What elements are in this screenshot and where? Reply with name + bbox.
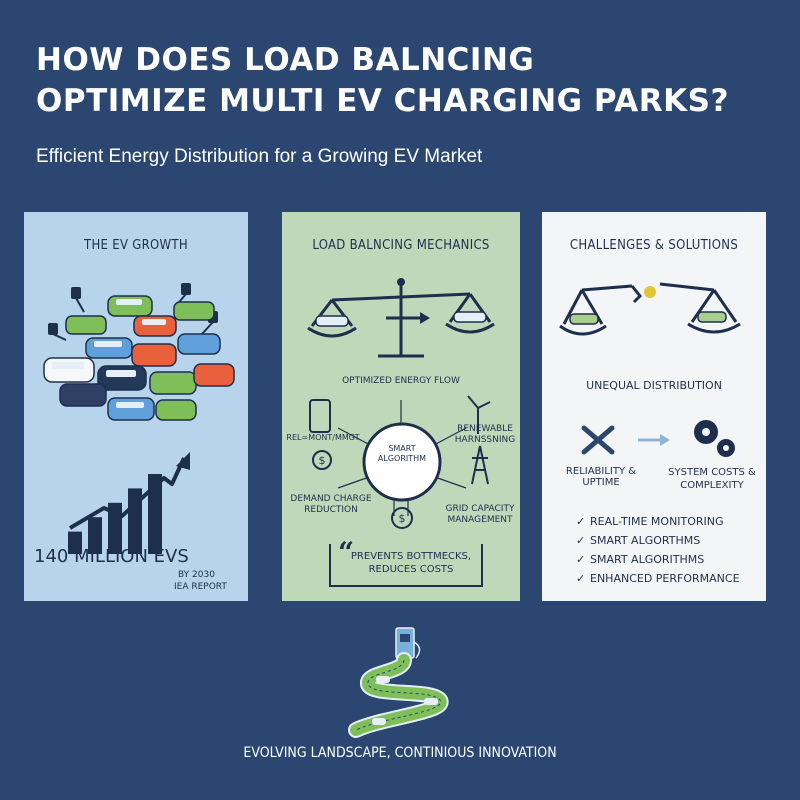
- checklist-item: ✓ENHANCED PERFORMANCE: [576, 569, 740, 588]
- panel-load-balancing: LOAD BALNCING MECHANICS OPTIMIZED ENERGY…: [282, 212, 520, 601]
- system-costs-label: SYSTEM COSTS & COMPLEXITY: [662, 466, 762, 492]
- growth-bar: [68, 531, 82, 554]
- title-line-1: HOW DOES LOAD BALNCING: [36, 42, 535, 78]
- ev-growth-stat: 140 MILLION EVS: [34, 546, 189, 567]
- renewable-label: RENEWABLE HARNSSNING: [450, 424, 520, 446]
- solutions-checklist: ✓REAL-TIME MONITORING ✓SMART ALGORTHMS ✓…: [576, 512, 740, 588]
- quote-text: PREVENTS BOTTMECKS, REDUCES COSTS: [336, 550, 486, 576]
- road-car: [372, 718, 386, 725]
- panel-title-ev-growth: THE EV GROWTH: [84, 238, 188, 253]
- road-car: [424, 698, 438, 705]
- demand-line-2: REDUCTION: [304, 505, 358, 515]
- page-subtitle: Efficient Energy Distribution for a Grow…: [36, 146, 483, 167]
- check-icon: ✓: [576, 572, 586, 585]
- panel-ev-growth: THE EV GROWTH: [24, 212, 248, 601]
- panel-title-load-balancing: LOAD BALNCING MECHANICS: [312, 238, 490, 253]
- quote-mark-icon: “: [338, 536, 354, 569]
- grid-line-2: MANAGEMENT: [447, 515, 513, 525]
- road-charger-illustration: [348, 627, 449, 738]
- growth-bar: [88, 517, 102, 554]
- checklist-item: ✓SMART ALGORTHMS: [576, 531, 740, 550]
- panel-title-challenges: CHALLENGES & SOLUTIONS: [569, 238, 739, 253]
- growth-bar: [148, 474, 162, 554]
- mechanics-diagram: $ $: [309, 395, 491, 529]
- growth-trend-arrow: [68, 457, 186, 530]
- demand-line-1: DEMAND CHARGE: [290, 494, 372, 504]
- crack-icon: [644, 286, 656, 298]
- dollar-icon: $: [312, 450, 332, 470]
- checklist-item: ✓SMART ALGORITHMS: [576, 550, 740, 569]
- checklist-item: ✓REAL-TIME MONITORING: [576, 512, 740, 531]
- hub-line-1: SMART: [388, 444, 416, 453]
- page-title: HOW DOES LOAD BALNCING OPTIMIZE MULTI EV…: [36, 40, 776, 122]
- gear-icon: [694, 420, 735, 457]
- title-line-2: OPTIMIZE MULTI EV CHARGING PARKS?: [36, 83, 729, 119]
- costs-line-2: COMPLEXITY: [680, 480, 744, 491]
- grid-capacity-label: GRID CAPACITY MANAGEMENT: [442, 504, 518, 526]
- quote-box: “: [329, 536, 483, 587]
- phone-icon: [309, 399, 331, 433]
- power-tower-icon: [471, 445, 489, 485]
- demand-charge-label: DEMAND CHARGE REDUCTION: [286, 494, 376, 516]
- growth-arrow-head: [176, 452, 190, 470]
- optimized-flow-label: OPTIMIZED ENERGY FLOW: [342, 376, 460, 386]
- renewable-line-1: RENEWABLE: [457, 424, 513, 434]
- arrow-right-icon: [638, 434, 670, 446]
- broken-scale-icon: [559, 282, 741, 336]
- ev-growth-source: IEA REPORT: [174, 582, 227, 592]
- wind-turbine-icon: [467, 395, 491, 434]
- grid-line-1: GRID CAPACITY: [445, 504, 515, 514]
- smart-algorithm-label: SMART ALGORITHM: [366, 444, 438, 464]
- svg-text:$: $: [399, 512, 406, 525]
- monitoring-label: REL=MONT/MMGT: [286, 433, 360, 442]
- balance-scale-icon: [307, 278, 495, 358]
- check-icon: ✓: [576, 515, 586, 528]
- charger-station-icon: [395, 627, 421, 659]
- smart-algorithm-hub: [362, 422, 442, 502]
- growth-bar-chart: [68, 452, 190, 554]
- savings-coin-icon: $: [391, 507, 413, 529]
- hub-line-2: ALGORITHM: [377, 454, 427, 463]
- panel-challenges: CHALLENGES & SOLUTIONS UNEQUAL DISTRIBUT…: [542, 212, 766, 601]
- check-icon: ✓: [576, 553, 586, 566]
- road-car: [376, 676, 390, 683]
- tools-gears-icons: [581, 420, 735, 457]
- footer-tagline: EVOLVING LANDSCAPE, CONTINIOUS INNOVATIO…: [243, 745, 557, 761]
- ev-growth-year: BY 2030: [178, 570, 215, 580]
- quote-line-2: REDUCES COSTS: [368, 564, 454, 575]
- costs-line-1: SYSTEM COSTS &: [668, 467, 756, 478]
- parked-cars-illustration: [43, 283, 235, 421]
- quote-line-1: PREVENTS BOTTMECKS,: [350, 551, 472, 562]
- check-icon: ✓: [576, 534, 586, 547]
- reliability-label: RELIABILITY & UPTIME: [565, 466, 637, 488]
- svg-text:$: $: [319, 454, 326, 467]
- unequal-distribution-label: UNEQUAL DISTRIBUTION: [586, 379, 722, 392]
- renewable-line-2: HARNSSNING: [454, 435, 516, 445]
- wrench-icon: [581, 425, 615, 455]
